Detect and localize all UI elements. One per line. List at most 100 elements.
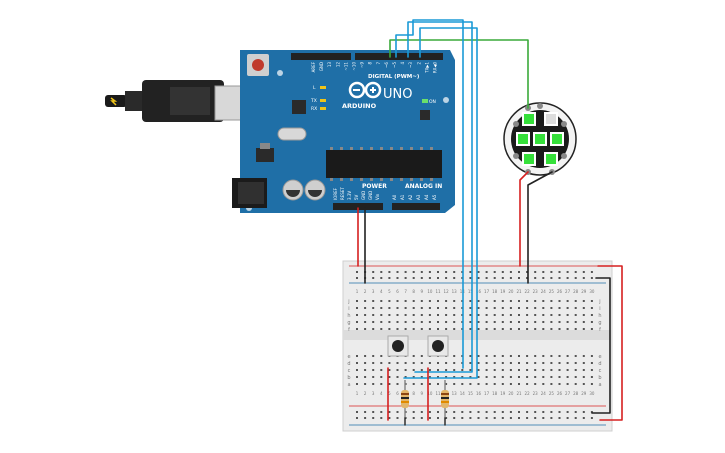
- breadboard-hole[interactable]: [388, 321, 391, 323]
- breadboard-hole[interactable]: [428, 369, 431, 371]
- breadboard-hole[interactable]: [526, 355, 529, 357]
- breadboard-hole[interactable]: [445, 321, 448, 323]
- breadboard-hole[interactable]: [550, 383, 553, 385]
- breadboard-hole[interactable]: [558, 300, 561, 302]
- breadboard-hole[interactable]: [509, 411, 512, 413]
- breadboard-hole[interactable]: [509, 383, 512, 385]
- breadboard-hole[interactable]: [590, 411, 593, 413]
- breadboard-hole[interactable]: [501, 362, 504, 364]
- breadboard-hole[interactable]: [372, 307, 375, 309]
- breadboard-hole[interactable]: [534, 417, 537, 419]
- breadboard-hole[interactable]: [356, 383, 358, 385]
- breadboard-hole[interactable]: [420, 417, 423, 419]
- breadboard-hole[interactable]: [445, 271, 448, 273]
- breadboard-hole[interactable]: [412, 369, 415, 371]
- breadboard-hole[interactable]: [388, 328, 391, 330]
- breadboard-hole[interactable]: [534, 328, 537, 330]
- breadboard-hole[interactable]: [493, 277, 496, 279]
- breadboard-hole[interactable]: [364, 383, 367, 385]
- breadboard-hole[interactable]: [590, 355, 593, 357]
- breadboard-hole[interactable]: [428, 417, 431, 419]
- breadboard-hole[interactable]: [469, 277, 472, 279]
- breadboard-hole[interactable]: [420, 307, 423, 309]
- breadboard-hole[interactable]: [453, 362, 456, 364]
- breadboard-hole[interactable]: [493, 383, 496, 385]
- breadboard-hole[interactable]: [526, 321, 529, 323]
- breadboard-hole[interactable]: [356, 417, 358, 419]
- breadboard-hole[interactable]: [412, 307, 415, 309]
- breadboard-hole[interactable]: [574, 300, 577, 302]
- breadboard-hole[interactable]: [501, 321, 504, 323]
- breadboard-hole[interactable]: [445, 362, 448, 364]
- breadboard-hole[interactable]: [404, 321, 407, 323]
- breadboard-hole[interactable]: [518, 383, 520, 385]
- breadboard-hole[interactable]: [412, 355, 415, 357]
- breadboard-hole[interactable]: [372, 376, 375, 378]
- breadboard-hole[interactable]: [380, 355, 383, 357]
- breadboard-hole[interactable]: [477, 376, 480, 378]
- arduino-board[interactable]: ARDUINO UNO DIGITAL (PWM~) POWER ANALOG …: [232, 50, 455, 213]
- breadboard-hole[interactable]: [412, 362, 415, 364]
- breadboard-hole[interactable]: [437, 328, 439, 330]
- breadboard-hole[interactable]: [542, 300, 545, 302]
- breadboard-hole[interactable]: [453, 307, 456, 309]
- breadboard-hole[interactable]: [582, 300, 585, 302]
- breadboard-hole[interactable]: [534, 411, 537, 413]
- breadboard-hole[interactable]: [445, 376, 448, 378]
- breadboard-hole[interactable]: [558, 383, 561, 385]
- breadboard-hole[interactable]: [380, 277, 383, 279]
- breadboard-hole[interactable]: [372, 314, 375, 316]
- breadboard-hole[interactable]: [526, 362, 529, 364]
- push-button-1[interactable]: [387, 335, 409, 357]
- breadboard-hole[interactable]: [380, 314, 383, 316]
- breadboard-hole[interactable]: [380, 376, 383, 378]
- breadboard-hole[interactable]: [453, 328, 456, 330]
- breadboard-hole[interactable]: [356, 271, 358, 273]
- breadboard-hole[interactable]: [364, 300, 367, 302]
- breadboard-hole[interactable]: [396, 411, 399, 413]
- breadboard-hole[interactable]: [534, 314, 537, 316]
- breadboard-hole[interactable]: [388, 369, 391, 371]
- breadboard-hole[interactable]: [469, 369, 472, 371]
- breadboard-hole[interactable]: [566, 355, 569, 357]
- breadboard-hole[interactable]: [590, 307, 593, 309]
- breadboard-hole[interactable]: [445, 300, 448, 302]
- breadboard-hole[interactable]: [566, 417, 569, 419]
- breadboard-hole[interactable]: [477, 355, 480, 357]
- breadboard-hole[interactable]: [364, 321, 367, 323]
- breadboard-hole[interactable]: [477, 328, 480, 330]
- breadboard-hole[interactable]: [412, 383, 415, 385]
- breadboard-hole[interactable]: [388, 277, 391, 279]
- breadboard-hole[interactable]: [485, 271, 488, 273]
- breadboard-hole[interactable]: [453, 355, 456, 357]
- breadboard-hole[interactable]: [558, 314, 561, 316]
- breadboard-hole[interactable]: [437, 369, 439, 371]
- breadboard-hole[interactable]: [566, 383, 569, 385]
- breadboard-hole[interactable]: [501, 328, 504, 330]
- breadboard-hole[interactable]: [404, 300, 407, 302]
- breadboard-hole[interactable]: [404, 307, 407, 309]
- breadboard-hole[interactable]: [518, 362, 520, 364]
- breadboard-hole[interactable]: [412, 300, 415, 302]
- breadboard-hole[interactable]: [509, 271, 512, 273]
- breadboard-hole[interactable]: [396, 307, 399, 309]
- breadboard-hole[interactable]: [574, 383, 577, 385]
- breadboard-hole[interactable]: [534, 321, 537, 323]
- breadboard-hole[interactable]: [477, 417, 480, 419]
- breadboard-hole[interactable]: [356, 376, 358, 378]
- breadboard-hole[interactable]: [372, 321, 375, 323]
- breadboard-hole[interactable]: [558, 271, 561, 273]
- breadboard-hole[interactable]: [534, 362, 537, 364]
- breadboard-hole[interactable]: [582, 314, 585, 316]
- breadboard-hole[interactable]: [428, 362, 431, 364]
- breadboard-hole[interactable]: [437, 417, 439, 419]
- breadboard-hole[interactable]: [534, 307, 537, 309]
- breadboard-hole[interactable]: [453, 411, 456, 413]
- breadboard-hole[interactable]: [396, 417, 399, 419]
- breadboard-hole[interactable]: [566, 314, 569, 316]
- breadboard-hole[interactable]: [428, 328, 431, 330]
- breadboard-hole[interactable]: [501, 271, 504, 273]
- breadboard-hole[interactable]: [534, 369, 537, 371]
- breadboard-hole[interactable]: [445, 383, 448, 385]
- breadboard-hole[interactable]: [485, 300, 488, 302]
